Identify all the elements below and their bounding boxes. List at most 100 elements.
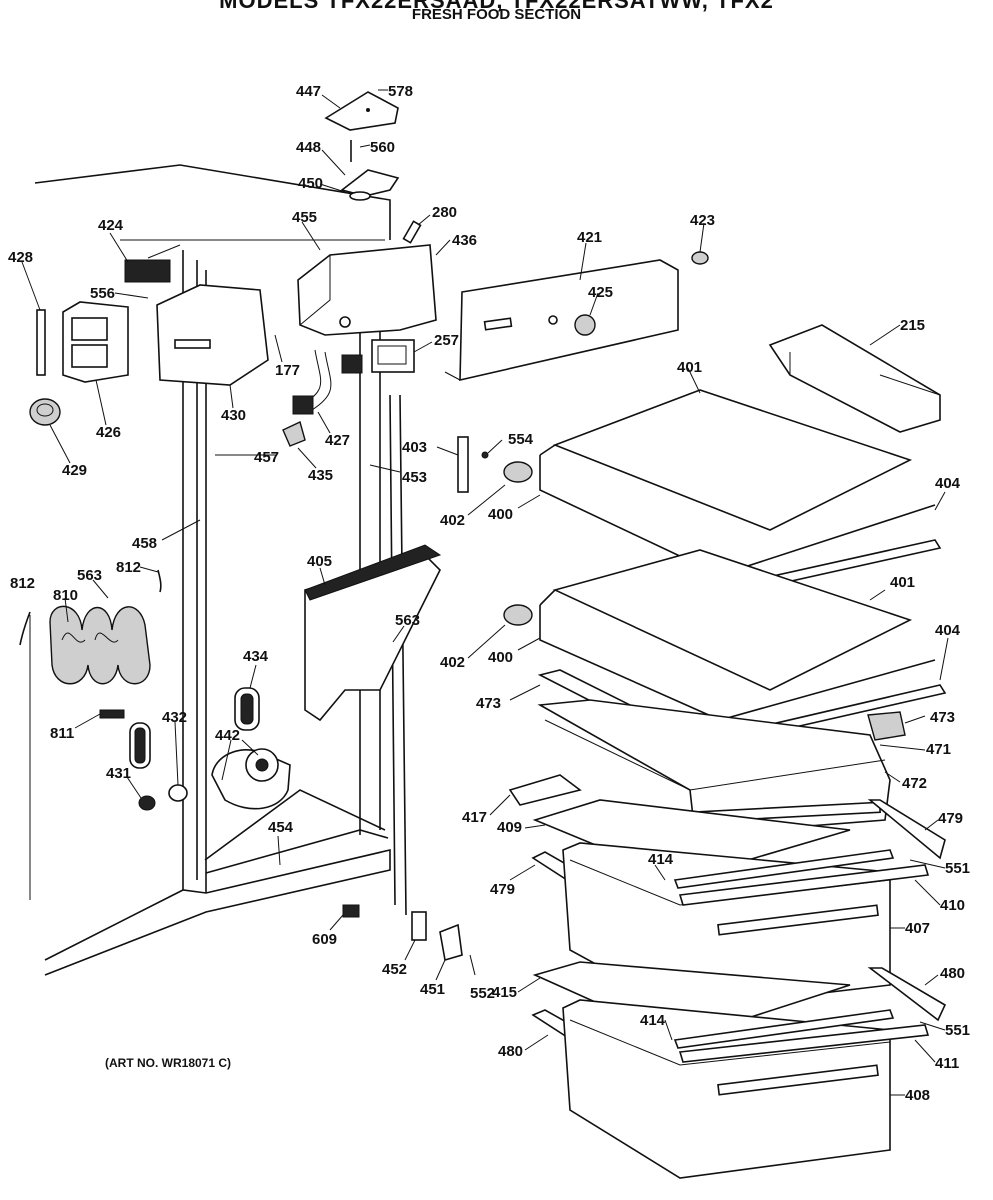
callout-428: 428	[8, 249, 33, 266]
callout-551-upper: 551	[945, 860, 970, 877]
part-436-control-housing	[297, 244, 437, 336]
callout-424: 424	[98, 217, 124, 234]
callout-451: 451	[420, 981, 445, 998]
callout-458: 458	[132, 535, 157, 552]
callout-431: 431	[106, 765, 131, 782]
part-405-diffuser	[304, 544, 442, 722]
part-432-duct	[129, 722, 151, 769]
callout-447: 447	[296, 83, 321, 100]
callout-405: 405	[307, 553, 332, 570]
part-430-light-shield	[156, 284, 269, 386]
callout-810: 810	[53, 587, 78, 604]
callout-427: 427	[325, 432, 350, 449]
lower-shelf	[503, 549, 947, 736]
part-257-thermostat	[371, 339, 415, 373]
callout-578: 578	[388, 83, 413, 100]
part-448-hinge	[340, 140, 400, 201]
callout-414-lower: 414	[640, 1012, 666, 1029]
part-554-screw	[481, 451, 489, 459]
callout-448: 448	[296, 139, 321, 156]
callout-452: 452	[382, 961, 407, 978]
callout-434: 434	[243, 648, 269, 665]
part-451-hinge-lower	[439, 923, 463, 962]
callout-417: 417	[462, 809, 487, 826]
callout-400-lower: 400	[488, 649, 513, 666]
part-812-tube	[19, 569, 162, 646]
callout-410: 410	[940, 897, 965, 914]
part-427-wiring-harness	[292, 349, 363, 415]
callout-471: 471	[926, 741, 951, 758]
callout-442: 442	[215, 727, 240, 744]
callout-473-left: 473	[476, 695, 501, 712]
callout-409: 409	[497, 819, 522, 836]
section-title: FRESH FOOD SECTION	[411, 6, 582, 23]
callout-411: 411	[935, 1055, 959, 1072]
part-480-rail-right	[867, 967, 947, 1022]
callout-labels: 447 578 448 560 450 280 455 436 424 428 …	[8, 83, 970, 1104]
callout-563-right: 563	[395, 612, 420, 629]
callout-415: 415	[492, 984, 517, 1001]
callout-450: 450	[298, 175, 323, 192]
part-431-grommet	[138, 784, 188, 811]
callout-812-left: 812	[10, 575, 35, 592]
part-414-rail-upper	[673, 849, 895, 889]
callout-407: 407	[905, 920, 930, 937]
callout-402-upper: 402	[440, 512, 465, 529]
callout-177: 177	[275, 362, 300, 379]
callout-402-lower: 402	[440, 654, 465, 671]
cabinet-liner	[29, 164, 407, 976]
callout-435: 435	[308, 467, 333, 484]
callout-408: 408	[905, 1087, 930, 1104]
callout-414-upper: 414	[648, 851, 674, 868]
callout-404-upper: 404	[935, 475, 961, 492]
callout-430: 430	[221, 407, 246, 424]
callout-455: 455	[292, 209, 317, 226]
part-426-light-housing	[62, 301, 129, 383]
callout-426: 426	[96, 424, 121, 441]
callout-215: 215	[900, 317, 925, 334]
callout-609: 609	[312, 931, 337, 948]
part-442-fan-motor	[211, 748, 291, 810]
part-447-cover	[324, 91, 399, 131]
callout-453: 453	[402, 469, 427, 486]
callout-457: 457	[254, 449, 279, 466]
part-215-door-bin	[768, 324, 941, 433]
part-479-rail-right	[867, 799, 946, 860]
callout-421: 421	[577, 229, 602, 246]
callout-480-left: 480	[498, 1043, 523, 1060]
callout-454: 454	[268, 819, 294, 836]
part-423-knob-cap	[691, 251, 709, 265]
callout-472: 472	[902, 775, 927, 792]
callout-556: 556	[90, 285, 115, 302]
part-280-pin	[402, 220, 422, 244]
callout-257: 257	[434, 332, 459, 349]
callout-551-lower: 551	[945, 1022, 970, 1039]
part-429-bulb-socket	[29, 398, 61, 426]
callout-480-right: 480	[940, 965, 965, 982]
leader-lines	[21, 89, 949, 1096]
callout-811: 811	[50, 725, 74, 742]
callout-432: 432	[162, 709, 187, 726]
callout-400-upper: 400	[488, 506, 513, 523]
callout-403: 403	[402, 439, 427, 456]
callout-479-left: 479	[490, 881, 515, 898]
callout-560: 560	[370, 139, 395, 156]
part-811-drain	[99, 709, 125, 719]
callout-423: 423	[690, 212, 715, 229]
part-424-switch	[124, 244, 181, 283]
part-403-bracket	[457, 436, 469, 493]
part-452-plate	[411, 911, 427, 941]
callout-552: 552	[470, 985, 495, 1002]
part-414-rail-lower	[673, 1009, 895, 1049]
callout-473-right: 473	[930, 709, 955, 726]
callout-401-upper: 401	[677, 359, 702, 376]
part-417-slide	[508, 774, 582, 806]
part-421-control-panel	[444, 259, 679, 382]
part-609-plug	[342, 904, 360, 918]
part-425-knob	[574, 314, 596, 336]
part-428-bracket	[36, 309, 46, 376]
callout-479-right: 479	[938, 810, 963, 827]
callout-812-right: 812	[116, 559, 141, 576]
part-810-heater	[49, 605, 151, 685]
